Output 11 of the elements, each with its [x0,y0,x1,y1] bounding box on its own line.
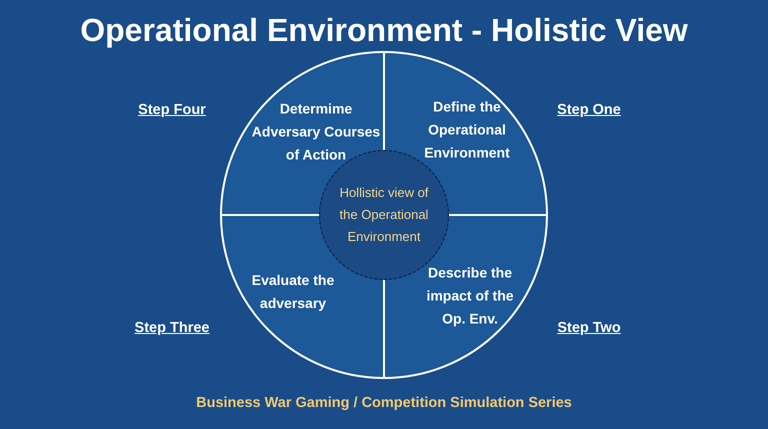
step-label: Step Three [134,320,210,336]
step-label: Step One [557,102,621,118]
caption: Business War Gaming / Competition Simulation Series [195,395,573,411]
quadrant-label: Define the Operational Environment [423,98,511,162]
step-label: Step Four [138,102,206,118]
quadrant-label: Determime Adversary Courses of Action [250,100,382,164]
quadrant-label: Describe the impact of the Op. Env. [425,264,515,328]
title: Operational Environment - Holistic View [79,12,689,49]
quadrant-label: Evaluate the adversary [250,271,336,313]
center-label: Hollistic view of the Operational Environment [338,184,430,246]
step-label: Step Two [557,320,621,336]
